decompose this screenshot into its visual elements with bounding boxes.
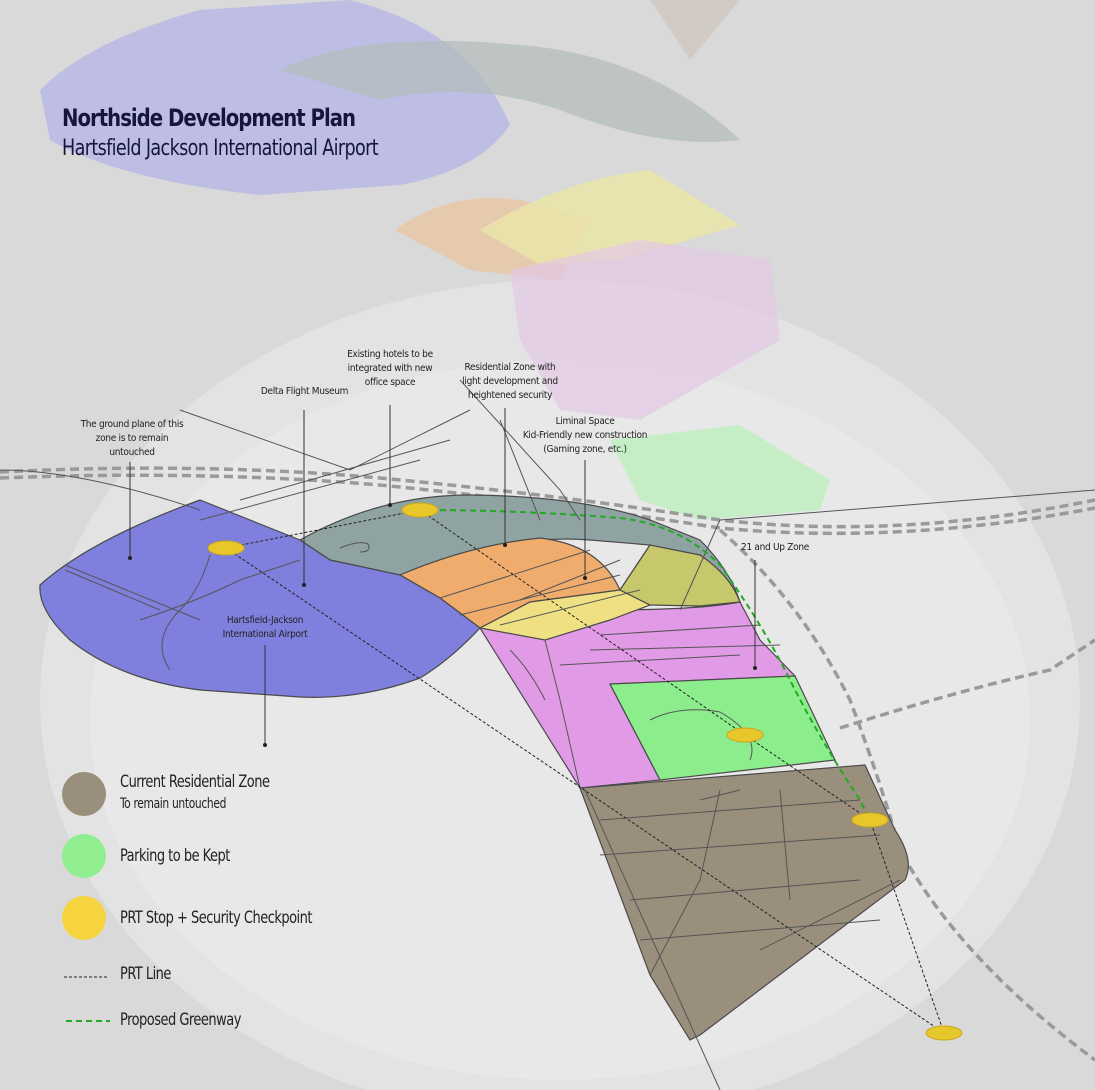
legend-label-prt-stop: PRT Stop + Security Checkpoint — [120, 908, 312, 928]
prt-stop-4 — [851, 812, 889, 828]
highways — [0, 466, 1095, 1062]
zone-liminal — [619, 544, 741, 607]
annotation-liminal-space: Liminal Space Kid-Friendly new construct… — [522, 416, 648, 455]
legend-label-parking: Parking to be Kept — [120, 846, 230, 866]
legend-label-greenway: Proposed Greenway — [120, 1010, 241, 1030]
annotation-delta-museum: Delta Flight Museum — [260, 386, 349, 397]
legend-sub-residential: To remain untouched — [120, 796, 227, 812]
annotation-21-and-up: 21 and Up Zone — [741, 542, 809, 553]
legend-label-residential: Current Residential Zone — [120, 772, 270, 792]
annotation-airport: Hartsfield-Jackson International Airport — [222, 615, 308, 640]
title-main: Northside Development Plan — [62, 104, 356, 132]
parking-swatch — [62, 834, 106, 878]
zone-green-parking — [609, 675, 836, 781]
annotation-residential-zone: Residential Zone with light development … — [462, 362, 558, 401]
residential-swatch — [62, 772, 106, 816]
prt-stop-1 — [207, 540, 245, 556]
annotation-hotels: Existing hotels to be integrated with ne… — [347, 349, 433, 388]
leader-dots — [128, 503, 757, 747]
zone-orange — [398, 537, 621, 629]
prt-stop-swatch — [62, 896, 106, 940]
prt-lines — [225, 509, 945, 1034]
prt-stops — [207, 502, 963, 1041]
annotation-ground-plane: The ground plane of this zone is to rema… — [80, 419, 184, 458]
prt-stop-3 — [726, 727, 764, 743]
map-title: Northside Development Plan Hartsfield Ja… — [62, 104, 457, 161]
leader-lines — [129, 405, 756, 745]
legend-label-prt-line: PRT Line — [120, 964, 171, 984]
zones — [39, 494, 909, 1041]
zone-airport — [39, 499, 481, 698]
zone-brown-residential — [579, 764, 909, 1041]
prt-stop-5 — [925, 1025, 963, 1041]
title-sub: Hartsfield Jackson International Airport — [62, 136, 379, 161]
prt-stop-2 — [401, 502, 439, 518]
greenway-path — [419, 509, 871, 821]
streets — [0, 379, 1095, 1090]
